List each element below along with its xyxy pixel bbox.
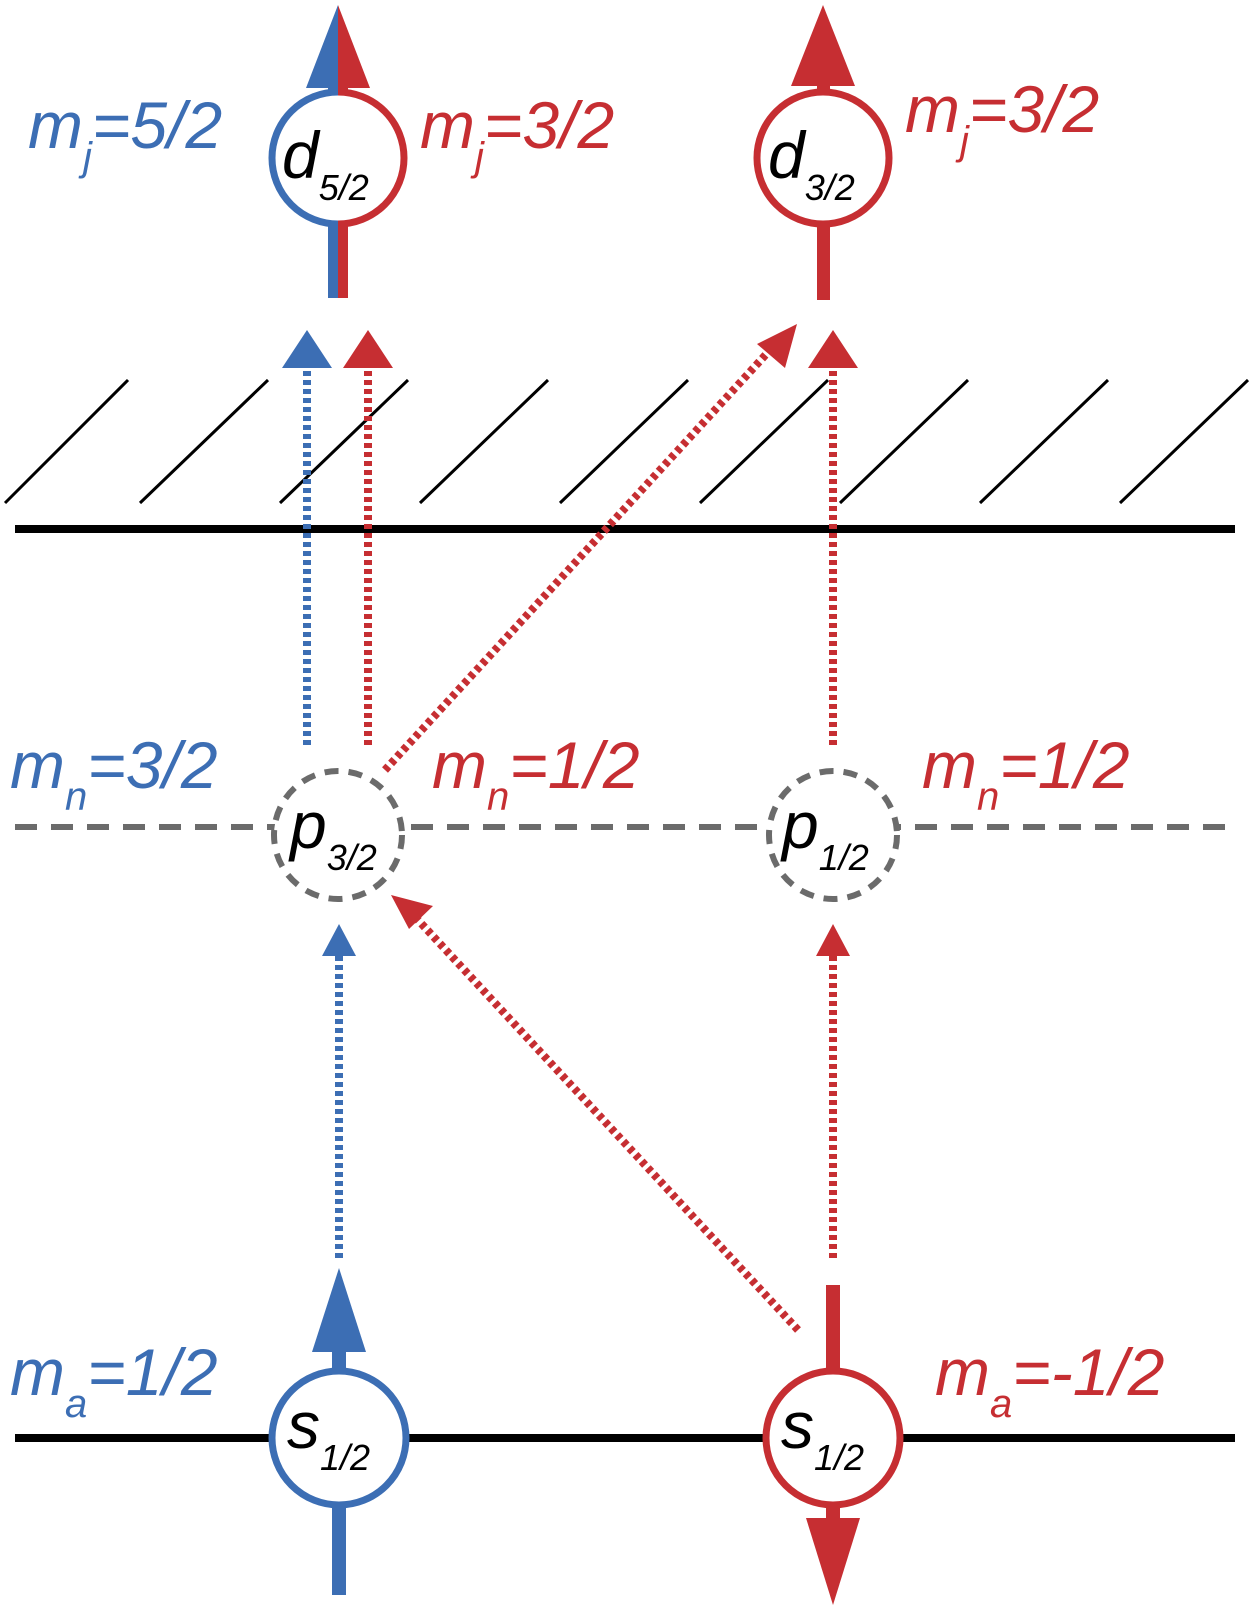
d32-node-main: d: [768, 118, 807, 192]
mn-p32-blue-label: mn=3/2: [10, 728, 218, 819]
d52-node: d5/2: [268, 88, 408, 228]
ma-left-blue-label: ma=1/2: [10, 1335, 218, 1426]
d52-node-main: d: [282, 118, 321, 192]
mn-p12-red-label: mn=1/2: [922, 728, 1130, 819]
p12-node: p1/2: [766, 768, 900, 902]
svg-text:mj=5/2: mj=5/2: [28, 88, 222, 179]
mn-p32-red-sub: n: [487, 775, 509, 819]
d32-node-sub: 3/2: [805, 167, 855, 208]
s12-left-node-sub: 1/2: [320, 1437, 370, 1478]
ma-right-red-main: m: [935, 1335, 990, 1409]
mn-p32-blue-value: =3/2: [87, 728, 217, 802]
mj-d32-red-value: =3/2: [969, 72, 1099, 146]
svg-text:d5/2: d5/2: [282, 118, 369, 208]
red-s-to-p32-arrow: [415, 917, 801, 1333]
svg-text:mn=1/2: mn=1/2: [922, 728, 1130, 819]
ma-left-blue-value: =1/2: [87, 1335, 217, 1409]
mn-p12-red-value: =1/2: [999, 728, 1129, 802]
s12-left-node-main: s: [287, 1388, 320, 1462]
mj-d32-red-main: m: [905, 72, 960, 146]
s12-left-node: s1/2: [268, 1367, 410, 1509]
mj-d52-blue-label: mj=5/2: [28, 88, 222, 179]
p32-node: p3/2: [271, 768, 405, 902]
svg-text:ma=-1/2: ma=-1/2: [935, 1335, 1165, 1426]
svg-text:p3/2: p3/2: [288, 788, 377, 878]
svg-text:mn=1/2: mn=1/2: [432, 728, 640, 819]
ma-left-blue-sub: a: [65, 1382, 87, 1426]
p32-node-sub: 3/2: [327, 837, 377, 878]
p12-node-main: p: [780, 788, 819, 862]
red-p32-to-d32-arrow: [382, 347, 773, 773]
mn-p12-red-main: m: [922, 728, 977, 802]
svg-text:s1/2: s1/2: [287, 1388, 370, 1478]
hatching: [3, 378, 1250, 505]
svg-text:mj=3/2: mj=3/2: [905, 72, 1099, 163]
svg-text:p1/2: p1/2: [780, 788, 869, 878]
mn-p32-blue-sub: n: [65, 775, 87, 819]
mj-d52-red-main: m: [420, 88, 475, 162]
p12-node-sub: 1/2: [819, 837, 869, 878]
svg-text:mn=3/2: mn=3/2: [10, 728, 218, 819]
d52-node-sub: 5/2: [319, 167, 369, 208]
ma-right-red-sub: a: [990, 1382, 1012, 1426]
svg-text:ma=1/2: ma=1/2: [10, 1335, 218, 1426]
p32-node-main: p: [288, 788, 327, 862]
mj-d52-red-value: =3/2: [484, 88, 614, 162]
d32-node: d3/2: [753, 88, 893, 228]
s12-right-node-sub: 1/2: [814, 1437, 864, 1478]
svg-text:mj=3/2: mj=3/2: [420, 88, 614, 179]
s12-right-node: s1/2: [762, 1367, 904, 1509]
mj-d52-blue-main: m: [28, 88, 83, 162]
ma-right-red-value: =-1/2: [1012, 1335, 1164, 1409]
mn-p32-red-main: m: [432, 728, 487, 802]
transition-arrows: [282, 324, 858, 1333]
ma-right-red-label: ma=-1/2: [935, 1335, 1165, 1426]
boundary: [3, 378, 1250, 533]
mj-d32-red-label: mj=3/2: [905, 72, 1099, 163]
mn-p32-blue-main: m: [10, 728, 65, 802]
mn-p32-red-label: mn=1/2: [432, 728, 640, 819]
s12-right-node-main: s: [781, 1388, 814, 1462]
ma-left-blue-main: m: [10, 1335, 65, 1409]
svg-text:d3/2: d3/2: [768, 118, 855, 208]
mj-d52-red-label: mj=3/2: [420, 88, 614, 179]
svg-text:s1/2: s1/2: [781, 1388, 864, 1478]
mn-p32-red-value: =1/2: [509, 728, 639, 802]
mj-d52-blue-value: =5/2: [92, 88, 222, 162]
mn-p12-red-sub: n: [977, 775, 999, 819]
